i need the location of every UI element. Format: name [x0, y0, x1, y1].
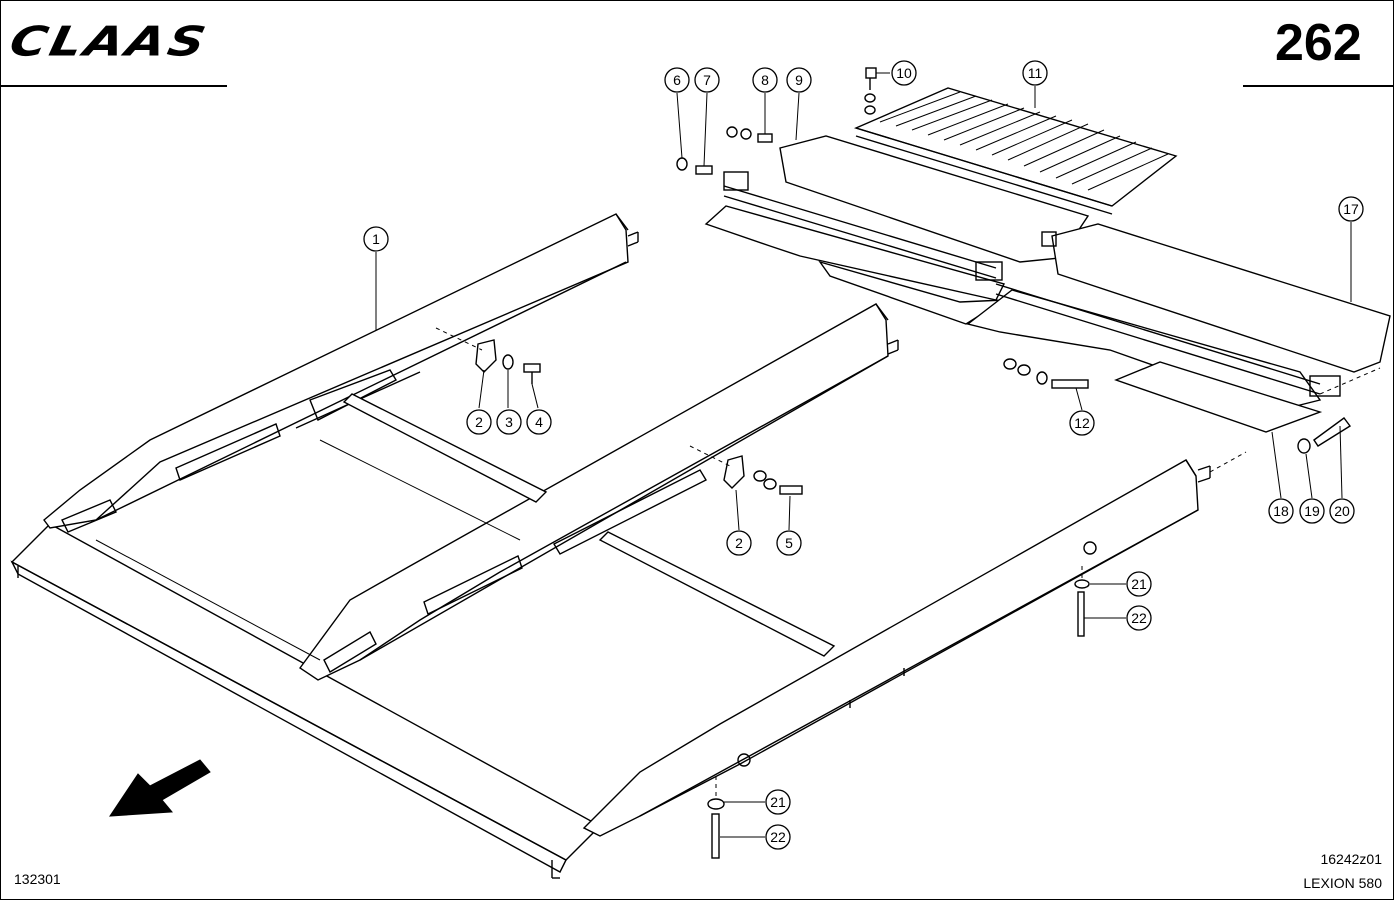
callout-9[interactable]: 9 [786, 67, 812, 93]
callout-10[interactable]: 10 [891, 60, 917, 86]
callout-21-upper[interactable]: 21 [1126, 571, 1152, 597]
callout-label: 6 [673, 72, 681, 88]
callout-label: 18 [1273, 503, 1289, 519]
callout-label: 17 [1343, 201, 1359, 217]
page-number: 262 [1275, 14, 1362, 72]
callout-label: 20 [1334, 503, 1350, 519]
callout-label: 4 [535, 414, 543, 430]
callout-5[interactable]: 5 [776, 530, 802, 556]
callout-20[interactable]: 20 [1329, 498, 1355, 524]
right-side-rail [582, 459, 1199, 837]
callout-label: 22 [770, 829, 786, 845]
callout-label: 12 [1074, 415, 1090, 431]
callout-22-lower[interactable]: 22 [765, 824, 791, 850]
callout-18[interactable]: 18 [1268, 498, 1294, 524]
left-side-rail [43, 213, 629, 529]
leader-lines [375, 72, 1352, 838]
callout-17[interactable]: 17 [1338, 196, 1364, 222]
header-rule-left [1, 85, 227, 87]
callout-label: 1 [372, 231, 380, 247]
callout-label: 7 [703, 72, 711, 88]
main-frame [10, 213, 1247, 879]
callout-21-lower[interactable]: 21 [765, 789, 791, 815]
header-rule-right [1243, 85, 1393, 87]
callout-label: 22 [1131, 610, 1147, 626]
callout-22-upper[interactable]: 22 [1126, 605, 1152, 631]
callout-label: 10 [896, 65, 912, 81]
callout-2[interactable]: 2 [466, 409, 492, 435]
bottom-bolts [707, 566, 1090, 859]
callout-1[interactable]: 1 [363, 226, 389, 252]
callout-label: 19 [1304, 503, 1320, 519]
frame-brackets [435, 327, 803, 495]
callout-8[interactable]: 8 [752, 67, 778, 93]
callout-3[interactable]: 3 [496, 409, 522, 435]
direction-arrow [109, 759, 211, 817]
callout-label: 5 [785, 535, 793, 551]
callout-2-lower[interactable]: 2 [726, 530, 752, 556]
drawing-code: 16242z01 [1320, 851, 1382, 867]
callout-6[interactable]: 6 [664, 67, 690, 93]
callout-11[interactable]: 11 [1022, 60, 1048, 86]
front-crossbeam [10, 523, 602, 861]
mounting-bracket [475, 339, 497, 373]
sieve-assembly [676, 67, 1391, 454]
callout-label: 3 [505, 414, 513, 430]
cross-tube-rear [342, 393, 548, 503]
callout-label: 21 [770, 794, 786, 810]
callout-4[interactable]: 4 [526, 409, 552, 435]
callout-label: 2 [735, 535, 743, 551]
document-code: 132301 [14, 871, 61, 887]
right-sieve-plate [1051, 223, 1391, 373]
model-name: LEXION 580 [1303, 875, 1382, 891]
mounting-bracket-lower [723, 455, 745, 489]
callout-12[interactable]: 12 [1069, 410, 1095, 436]
callout-7[interactable]: 7 [694, 67, 720, 93]
callout-label: 8 [761, 72, 769, 88]
cross-tube-front [598, 531, 836, 657]
callout-label: 9 [795, 72, 803, 88]
callout-19[interactable]: 19 [1299, 498, 1325, 524]
callout-label: 2 [475, 414, 483, 430]
callout-label: 11 [1028, 65, 1043, 81]
callout-label: 21 [1131, 576, 1147, 592]
